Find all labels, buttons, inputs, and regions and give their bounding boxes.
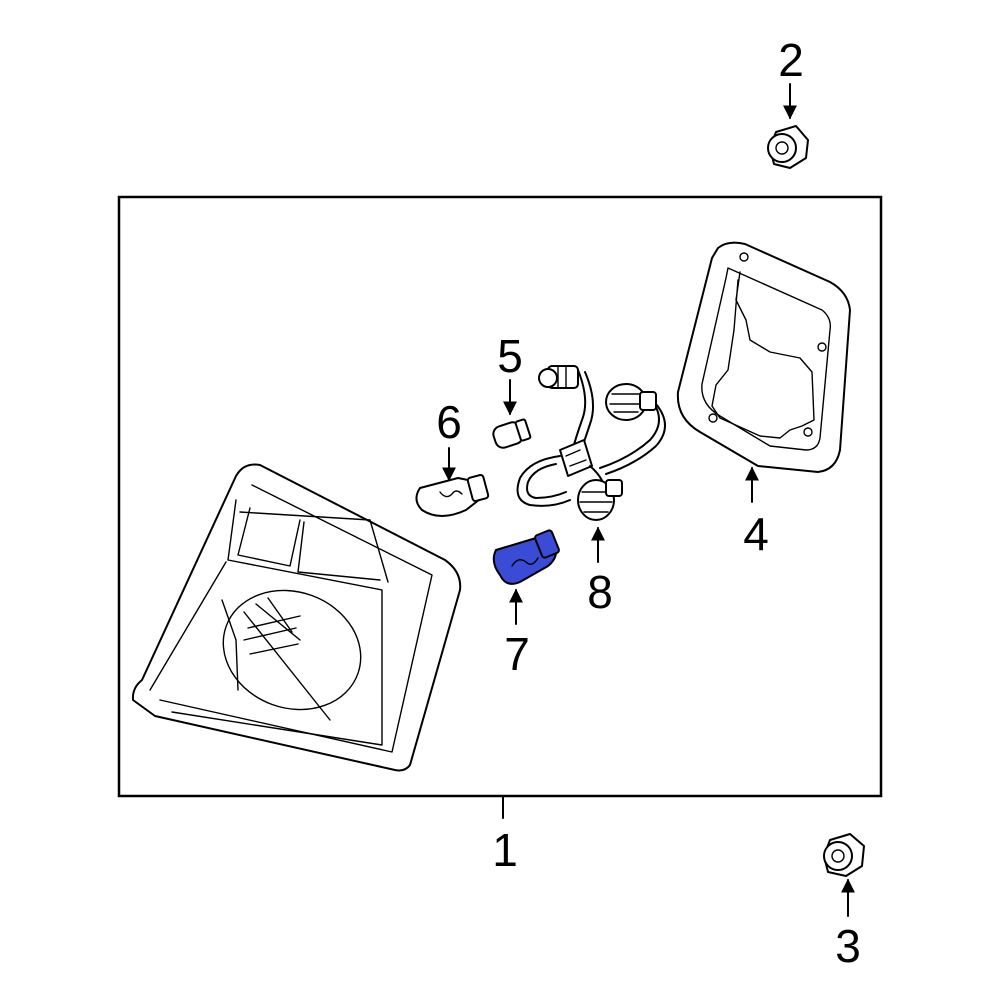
wiring-harness (516, 369, 666, 507)
upper-nut (767, 125, 809, 169)
socket-upper-right (605, 383, 657, 421)
callout-8[interactable]: 8 (587, 566, 613, 618)
bulb-6 (415, 474, 490, 517)
assembly-frame (117, 195, 883, 798)
lamp-gasket (676, 241, 851, 473)
callout-4[interactable]: 4 (743, 508, 769, 560)
callout-7[interactable]: 7 (504, 628, 530, 680)
small-bulb-5 (492, 418, 532, 449)
callout-3[interactable]: 3 (835, 920, 861, 972)
turn-signal-bulb-7[interactable] (492, 529, 560, 585)
bulb-socket-8 (577, 479, 623, 521)
callout-5[interactable]: 5 (497, 330, 523, 382)
callout-6[interactable]: 6 (436, 396, 462, 448)
lower-nut (823, 833, 865, 877)
tail-lamp-housing (131, 463, 462, 772)
callout-1[interactable]: 1 (492, 824, 518, 876)
callout-2[interactable]: 2 (778, 34, 804, 86)
socket-upper-left (538, 365, 579, 389)
